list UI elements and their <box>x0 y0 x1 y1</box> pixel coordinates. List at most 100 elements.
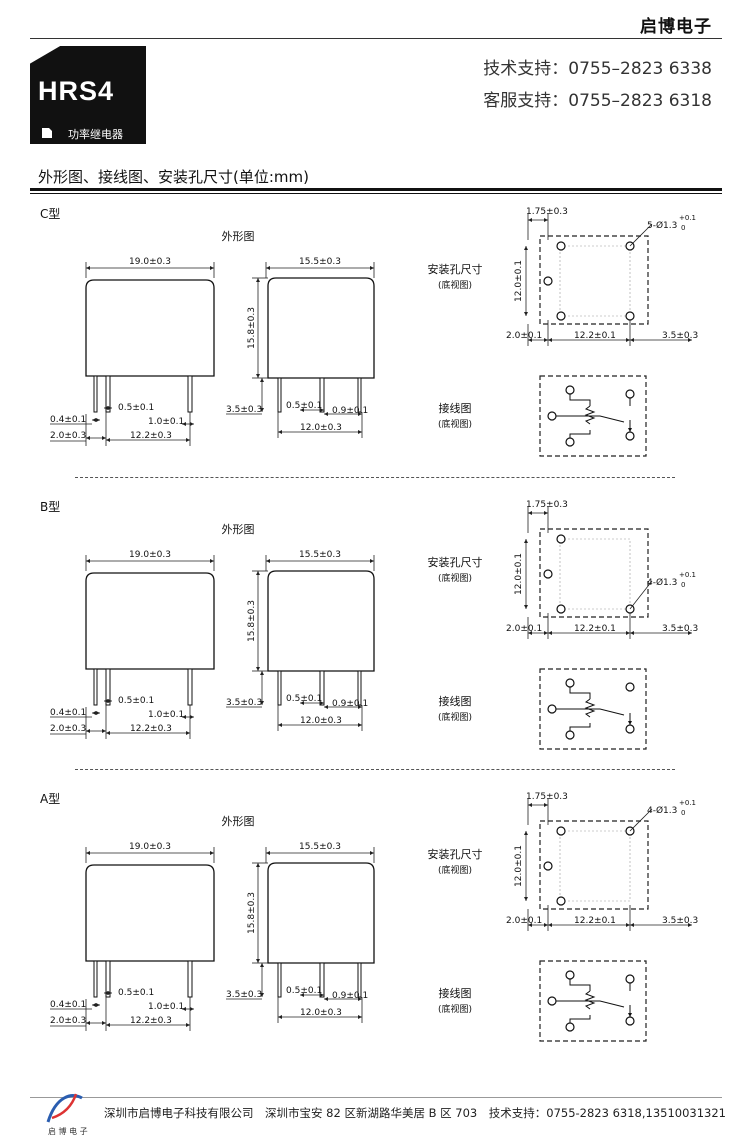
arrow-head <box>320 408 324 412</box>
arrow-head <box>524 539 528 543</box>
relay-pin <box>105 375 111 413</box>
arrow-head <box>544 803 548 807</box>
arrow-head <box>370 559 374 563</box>
arrow-head <box>528 923 532 927</box>
wiring-terminal <box>625 389 635 399</box>
relay-pin <box>277 670 282 706</box>
arrow-head <box>190 715 194 719</box>
bottom-view-label: (底视图) <box>438 711 472 723</box>
tolerance-lower: 0 <box>681 581 685 589</box>
arrow-head <box>524 831 528 835</box>
arrow-head <box>358 412 362 416</box>
arrow-head <box>688 338 692 342</box>
arrow-head <box>324 997 328 1001</box>
dimension-label: 12.2±0.3 <box>130 724 172 734</box>
dimension-label: 3.5±0.3 <box>226 990 262 1000</box>
arrow-head <box>92 1003 96 1007</box>
arrow-head <box>358 430 362 434</box>
arrow-head <box>266 266 270 270</box>
arrow-head <box>548 631 552 635</box>
dimension-label: 2.0±0.1 <box>506 916 542 926</box>
dimension-label: 12.0±0.3 <box>300 716 342 726</box>
switch-contact <box>556 415 625 423</box>
dimension-label: 0.5±0.1 <box>286 694 322 704</box>
arrow-head <box>186 731 190 735</box>
dimension-label: 1.75±0.3 <box>526 792 568 802</box>
variant-drawing: A型外形图19.0±0.30.4±0.10.5±0.11.0±0.12.0±0.… <box>40 792 698 1042</box>
dimension-label: 12.2±0.3 <box>130 1016 172 1026</box>
arrow-head <box>260 701 264 705</box>
variant-drawing: C型外形图19.0±0.30.4±0.10.5±0.11.0±0.12.0±0.… <box>40 207 698 457</box>
arrow-head <box>186 1023 190 1027</box>
tech-support-phone: 技术支持：0755–2823 6338 <box>483 59 712 79</box>
arrow-head <box>96 1003 100 1007</box>
arrow-head <box>278 1015 282 1019</box>
arrow-head <box>688 631 692 635</box>
arrow-head <box>102 729 106 733</box>
arrow-head <box>86 559 90 563</box>
footer-divider <box>30 1097 722 1098</box>
arrow-head <box>182 422 186 426</box>
arrow-head <box>544 923 548 927</box>
dimension-label: 0.5±0.1 <box>286 401 322 411</box>
dimension-label: 1.0±0.1 <box>148 1002 184 1012</box>
dimension-label: 3.5±0.3 <box>662 331 698 341</box>
dimension-label: 15.8±0.3 <box>247 892 257 934</box>
dimension-label: 0.9±0.1 <box>332 406 368 416</box>
arrow-head <box>278 430 282 434</box>
arrow-head <box>260 671 264 675</box>
wiring-outline <box>539 668 647 750</box>
section-separator <box>75 769 675 770</box>
arrow-head <box>626 631 630 635</box>
dimension-label: 2.0±0.1 <box>506 331 542 341</box>
arrow-head <box>358 705 362 709</box>
mount-hole <box>556 241 566 251</box>
relay-pin <box>187 375 193 413</box>
arrow-head <box>266 851 270 855</box>
arrow-head <box>256 278 260 282</box>
wiring-diagram <box>539 960 647 1042</box>
tolerance-upper: +0.1 <box>679 571 696 579</box>
relay-pin <box>357 962 362 998</box>
dimension-label: 19.0±0.3 <box>129 842 171 852</box>
tolerance-lower: 0 <box>681 809 685 817</box>
arrow-head <box>256 863 260 867</box>
dimension-label: 15.5±0.3 <box>299 550 341 560</box>
company-logo-icon <box>46 1093 83 1123</box>
arrow-head <box>260 408 264 412</box>
dimension-label: 2.0±0.1 <box>506 624 542 634</box>
relay-pin <box>277 377 282 413</box>
arrow-head <box>256 571 260 575</box>
arrow-head <box>186 438 190 442</box>
hole-grid <box>559 830 631 902</box>
dimension-label: 12.2±0.1 <box>574 331 616 341</box>
wiring-diagram <box>539 375 647 457</box>
bottom-view-label: (底视图) <box>438 572 472 584</box>
dimension-label: 0.4±0.1 <box>50 708 86 718</box>
switch-contact <box>556 708 625 716</box>
bottom-view-label: (底视图) <box>438 864 472 876</box>
wiring-diagram <box>539 668 647 750</box>
wiring-terminal <box>565 730 575 740</box>
dimension-label: 12.2±0.3 <box>130 431 172 441</box>
relay-body <box>85 279 215 377</box>
relay-body <box>267 862 375 964</box>
dimension-label: 12.0±0.1 <box>514 845 524 887</box>
leader-line <box>629 223 653 247</box>
arrow-head <box>630 338 634 342</box>
mount-hole <box>556 826 566 836</box>
wiring-terminal <box>565 1022 575 1032</box>
dimension-label: 1.0±0.1 <box>148 710 184 720</box>
dimension-label: 12.2±0.1 <box>574 916 616 926</box>
dimension-label: 12.0±0.3 <box>300 1008 342 1018</box>
dimension-label: 3.5±0.3 <box>226 405 262 415</box>
tolerance-upper: +0.1 <box>679 214 696 222</box>
arrow-head <box>266 559 270 563</box>
arrow-head <box>626 338 630 342</box>
dimension-label: 2.0±0.3 <box>50 431 86 441</box>
arrow-head <box>524 605 528 609</box>
